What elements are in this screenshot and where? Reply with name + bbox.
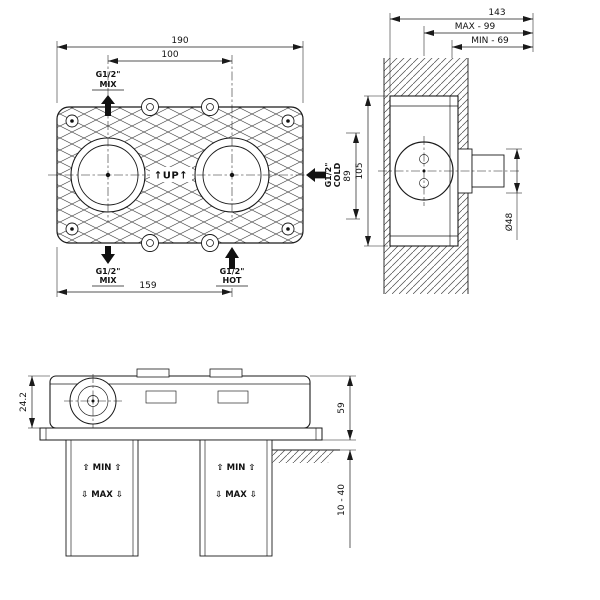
side-dimension-height: 105 [355,95,388,247]
dim-width-label: 190 [171,36,188,46]
tube-left-min-label: ⇧ MIN ⇧ [83,463,122,473]
flow-arrows [101,95,326,269]
clip-tab [209,368,243,378]
dim-max-label: MAX - 99 [455,22,496,32]
hot-arrow-up-icon [225,247,239,269]
body-detail-rect [145,390,177,404]
protection-tubes: ⇧ MIN ⇧ ⇩ MAX ⇩ ⇧ MIN ⇧ ⇩ MAX ⇩ [65,439,273,557]
bolt-center [70,119,74,123]
dim-wall-range-label: 10 - 40 [337,484,347,516]
cold-label-name: COLD [333,162,342,187]
dim-bottom-label: 159 [139,281,156,291]
bolt-center [286,119,290,123]
ear-hole [206,103,214,111]
hot-label-name: HOT [223,276,242,285]
bolt-center [70,227,74,231]
body-detail-rect [217,390,249,404]
up-label-background [150,167,192,182]
mix-top-arrow-up-icon [101,95,115,116]
tube-left-max-label: ⇩ MAX ⇩ [81,490,123,500]
up-label: ↑UP↑ [154,171,188,182]
clip-tab [136,368,170,378]
dim-centers-label: 100 [161,50,178,60]
front-dimension-bottom: 159 [56,247,233,297]
front-dimension-right: 89 [343,132,360,220]
top-dimension-depth: 24.2 [19,375,50,429]
top-view: ⇧ MIN ⇧ ⇩ MAX ⇩ ⇧ MIN ⇧ ⇩ MAX ⇩ 24.2 59 [19,368,356,557]
mix-bottom-label-size: G1/2" [96,267,121,276]
dim-min-label: MIN - 69 [471,36,509,46]
tube-right-min-label: ⇧ MIN ⇧ [217,463,256,473]
dim-height-label: 105 [355,162,365,179]
cold-arrow-left-icon [306,168,326,182]
port-labels: G1/2" MIX G1/2" MIX G1/2" HOT G1/2" COLD [92,70,342,287]
valve-body-section [378,95,520,247]
cold-label-size: G1/2" [324,163,333,188]
tube-right-max-label: ⇩ MAX ⇩ [215,490,257,500]
side-view: 143 MAX - 99 MIN - 69 105 Ø48 [355,8,534,294]
mix-top-label-name: MIX [99,80,117,89]
hot-label-size: G1/2" [220,267,245,276]
bolt-center [286,227,290,231]
dim-59-label: 59 [337,402,347,414]
top-dimension-wall-range: 10 - 40 [336,449,356,548]
mounting-plate [39,427,323,441]
tube-right [199,439,273,557]
tube-left [65,439,139,557]
mounting-ears [141,98,219,252]
ear-hole [146,103,154,111]
top-dimension-height: 59 [310,375,356,441]
front-dimensions-top: 190 100 [56,36,304,103]
dim-total-depth-label: 143 [488,8,505,18]
dim-diameter-label: Ø48 [504,212,515,231]
mix-top-label-size: G1/2" [96,70,121,79]
dim-side-label: 89 [343,170,353,182]
ear-hole [206,239,214,247]
side-dimension-diameter: Ø48 [504,148,522,240]
corner-bolt-holes [65,114,295,236]
side-dimensions-top: 143 MAX - 99 MIN - 69 [389,8,534,92]
dim-depth-label: 24.2 [19,392,29,412]
mix-bottom-arrow-down-icon [101,246,115,264]
top-view-body [39,368,323,441]
mix-bottom-label-name: MIX [99,276,117,285]
finished-wall-strip [272,449,340,463]
ear-hole [146,239,154,247]
up-marking: ↑UP↑ [150,167,192,182]
front-view: 190 100 [48,36,360,297]
wall-strip-hatch [272,450,334,463]
